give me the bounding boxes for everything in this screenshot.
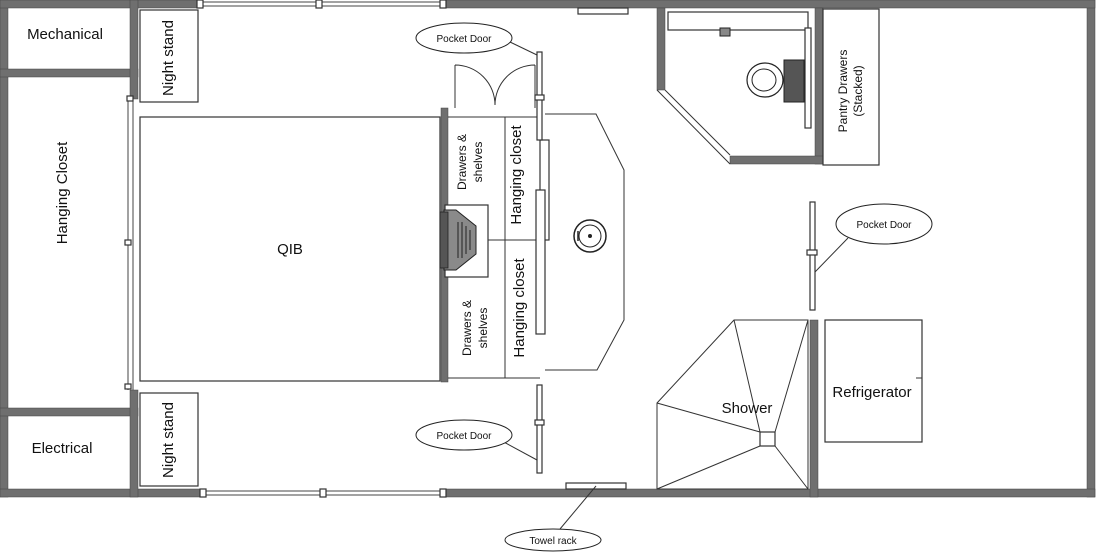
night-stand-bottom-label: Night stand	[160, 402, 177, 478]
callout-pocket-door-bottom: Pocket Door	[415, 419, 538, 461]
hanging-closet-top-label: Hanging closet	[508, 125, 525, 225]
callout-towel-rack: Towel rack	[504, 485, 602, 552]
night-stand-bottom	[139, 392, 199, 487]
drawers-bottom-label-1: Drawers &	[460, 300, 474, 356]
night-stand-top-label: Night stand	[160, 20, 177, 96]
closet-doors-top	[454, 64, 536, 108]
callout-pocket-door-right: Pocket Door	[814, 203, 933, 273]
mechanical-label: Mechanical	[27, 26, 103, 43]
callout-pocket-door-right-text: Pocket Door	[856, 220, 912, 231]
toilet-icon	[667, 11, 812, 129]
bed-label: QIB	[277, 241, 303, 258]
hanging-closet-bottom-label: Hanging closet	[511, 258, 528, 358]
refrigerator-label: Refrigerator	[832, 384, 911, 401]
pantry-label-2: (Stacked)	[851, 65, 865, 116]
vanity-counter	[545, 113, 625, 371]
shower	[656, 319, 819, 498]
shower-label: Shower	[722, 400, 773, 417]
wall-right	[1086, 0, 1096, 498]
sink-icon	[573, 219, 607, 253]
pocket-door-right	[809, 201, 816, 311]
drawers-top-label-2: shelves	[471, 142, 485, 183]
wall-bottom-b	[444, 488, 1096, 498]
wall-top-a	[0, 0, 201, 9]
electrical-label: Electrical	[32, 440, 93, 457]
windows	[196, 0, 629, 498]
callout-pocket-door-top-text: Pocket Door	[436, 34, 492, 45]
pocket-door-bottom	[536, 384, 543, 474]
refrigerator	[824, 319, 923, 443]
callout-pocket-door-bottom-text: Pocket Door	[436, 431, 492, 442]
drawers-bottom-label-2: shelves	[476, 308, 490, 349]
night-stand-top	[139, 9, 199, 103]
left-walls	[0, 0, 139, 498]
bed	[139, 116, 441, 382]
pantry-drawers	[822, 8, 880, 166]
wall-bottom-a	[0, 488, 201, 498]
pantry-label-1: Pantry Drawers	[836, 50, 850, 133]
callout-pocket-door-top: Pocket Door	[415, 22, 538, 56]
drawers-top-label-1: Drawers &	[455, 134, 469, 190]
headboard-unit	[439, 204, 489, 278]
callout-towel-rack-text: Towel rack	[529, 536, 577, 547]
hanging-closet-label: Hanging Closet	[54, 141, 71, 244]
wall-top-b	[444, 0, 1096, 9]
